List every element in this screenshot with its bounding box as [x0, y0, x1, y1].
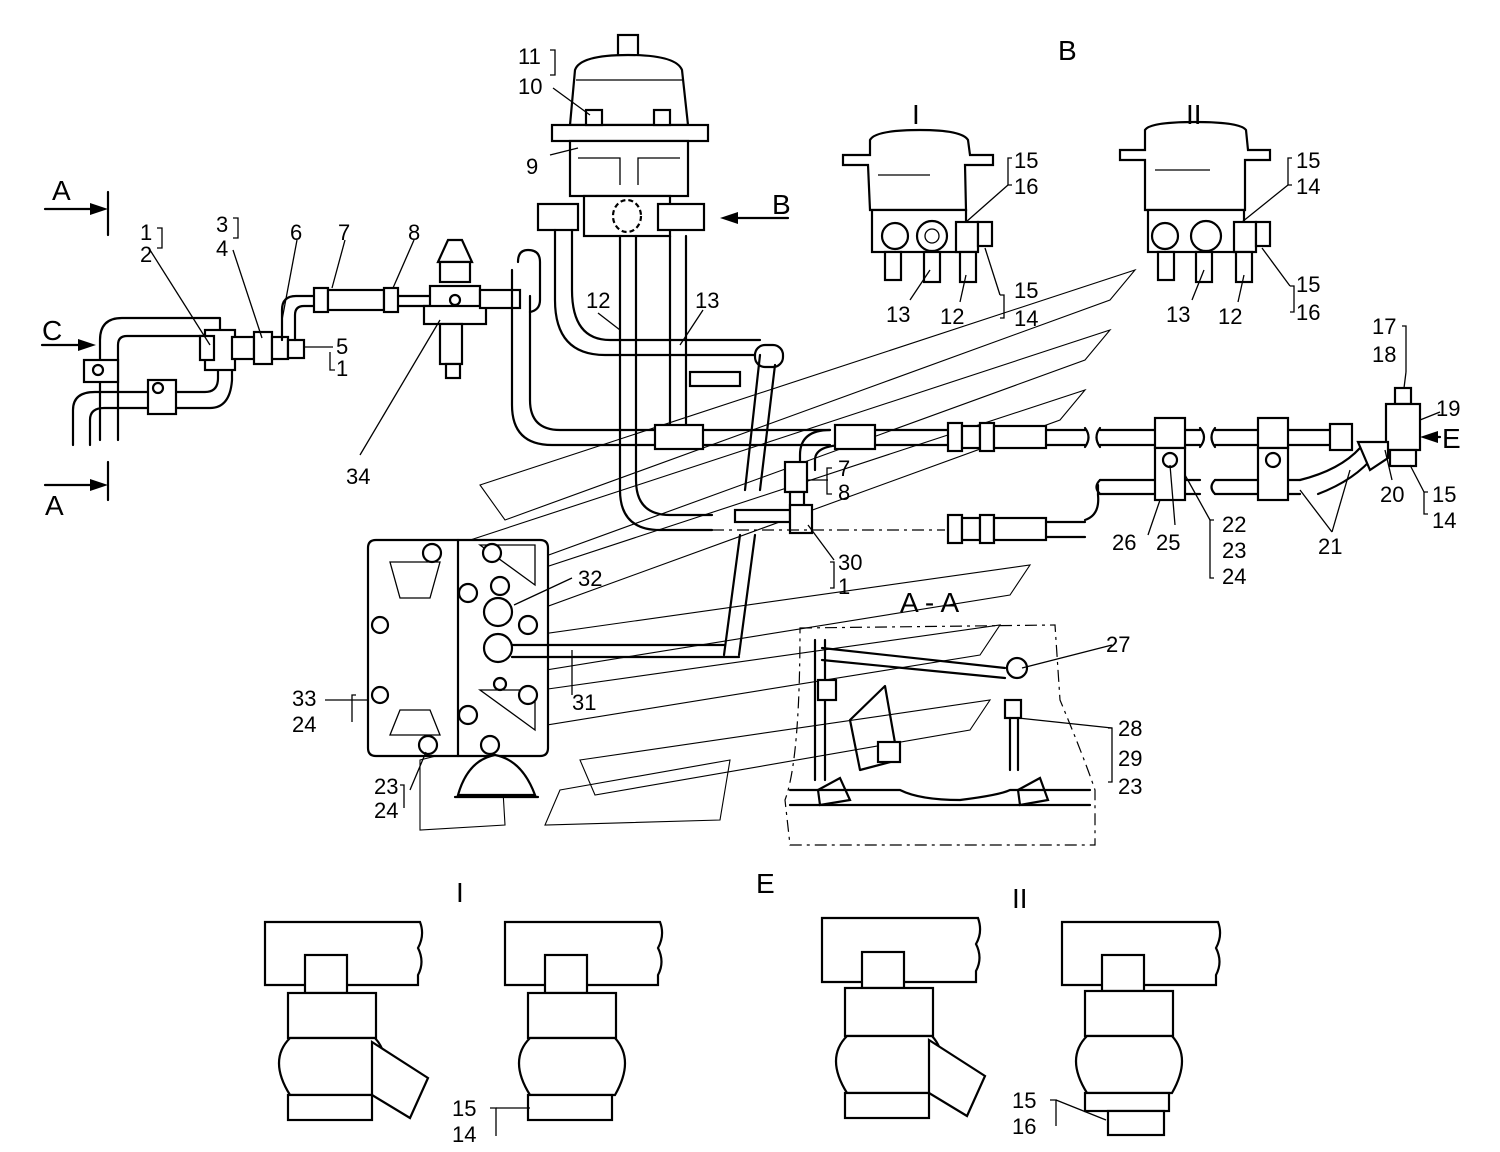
- arrow-label-b: B: [772, 189, 791, 220]
- fitting-e: [1356, 386, 1422, 472]
- callout: 14: [1014, 306, 1038, 331]
- callout: 13: [695, 288, 719, 313]
- leader-lines: [149, 49, 1441, 1136]
- callout: 26: [1112, 530, 1136, 555]
- callout: 10: [518, 74, 542, 99]
- callout: 8: [408, 220, 420, 245]
- inlet-piping: [71, 286, 432, 447]
- callout: 30: [838, 550, 862, 575]
- bottom-ii-title: II: [1012, 883, 1028, 914]
- callout: 20: [1380, 482, 1404, 507]
- callout: 4: [216, 236, 228, 261]
- callout: 23: [374, 774, 398, 799]
- right-line-upper: [873, 416, 1354, 453]
- callout: 12: [1218, 304, 1242, 329]
- callout: 12: [940, 304, 964, 329]
- callout: 19: [1436, 396, 1460, 421]
- callout: 17: [1372, 314, 1396, 339]
- callout: 33: [292, 686, 316, 711]
- callout: 13: [886, 302, 910, 327]
- callout: 7: [338, 220, 350, 245]
- callout: 16: [1296, 300, 1320, 325]
- callout: 23: [1222, 538, 1246, 563]
- callout: 22: [1222, 512, 1246, 537]
- callout: 16: [1012, 1114, 1036, 1139]
- control-block: [366, 538, 741, 799]
- valve-34: [422, 238, 522, 380]
- callout: 8: [838, 480, 850, 505]
- callout: 14: [1432, 508, 1456, 533]
- brake-chamber: [536, 33, 710, 238]
- callout: 12: [586, 288, 610, 313]
- callout: 5: [336, 334, 348, 359]
- view-e-details: [263, 916, 1222, 1137]
- view-label-e: E: [756, 868, 775, 899]
- section-arrows: [40, 190, 1442, 502]
- callout: 15: [1012, 1088, 1036, 1113]
- callout: 32: [578, 566, 602, 591]
- callout: 1: [140, 220, 152, 245]
- section-a-top: A: [52, 175, 71, 206]
- detail-ii-title: II: [1186, 99, 1202, 130]
- callout: 29: [1118, 746, 1142, 771]
- callout: 13: [1166, 302, 1190, 327]
- callout: 34: [346, 464, 370, 489]
- callout: 7: [838, 456, 850, 481]
- callout: 14: [452, 1122, 476, 1147]
- callout: 18: [1372, 342, 1396, 367]
- view-b-detail-ii: [1118, 120, 1272, 284]
- callout: 15: [452, 1096, 476, 1121]
- callout: 15: [1014, 278, 1038, 303]
- callout: 23: [1118, 774, 1142, 799]
- section-a-bottom: A: [45, 490, 64, 521]
- callout: 31: [572, 690, 596, 715]
- callout: 15: [1296, 148, 1320, 173]
- view-labels: B B E E C A A A - A I II I II: [42, 35, 1461, 914]
- view-b-detail-i: [841, 128, 995, 284]
- callout: 15: [1432, 482, 1456, 507]
- callout: 9: [526, 154, 538, 179]
- callout: 6: [290, 220, 302, 245]
- callout: 24: [292, 712, 316, 737]
- callout: 15: [1296, 272, 1320, 297]
- callout: 11: [518, 44, 541, 69]
- callout: 24: [1222, 564, 1246, 589]
- callout: 28: [1118, 716, 1142, 741]
- callout: 2: [140, 242, 152, 267]
- arrow-label-c: C: [42, 315, 62, 346]
- callout-numbers: 1 2 3 4 6 7 8 5 1 34 11 10 9 12 13 15 16…: [140, 44, 1460, 1147]
- callout: 15: [1014, 148, 1038, 173]
- callout: 14: [1296, 174, 1320, 199]
- main-piping: [510, 228, 945, 657]
- callout: 27: [1106, 632, 1130, 657]
- callout: 16: [1014, 174, 1038, 199]
- view-label-b: B: [1058, 35, 1077, 66]
- section-aa: [784, 624, 1096, 846]
- background-watermark: [419, 268, 1137, 831]
- right-line-lower: [946, 446, 1377, 545]
- bottom-i-title: I: [456, 877, 464, 908]
- detail-i-title: I: [912, 99, 920, 130]
- callout: 3: [216, 212, 228, 237]
- section-aa-title: A - A: [900, 587, 959, 618]
- arrow-label-e: E: [1442, 423, 1461, 454]
- callout: 25: [1156, 530, 1180, 555]
- callout: 1: [336, 356, 348, 381]
- callout: 21: [1318, 534, 1342, 559]
- callout: 24: [374, 798, 398, 823]
- callout: 1: [838, 574, 850, 599]
